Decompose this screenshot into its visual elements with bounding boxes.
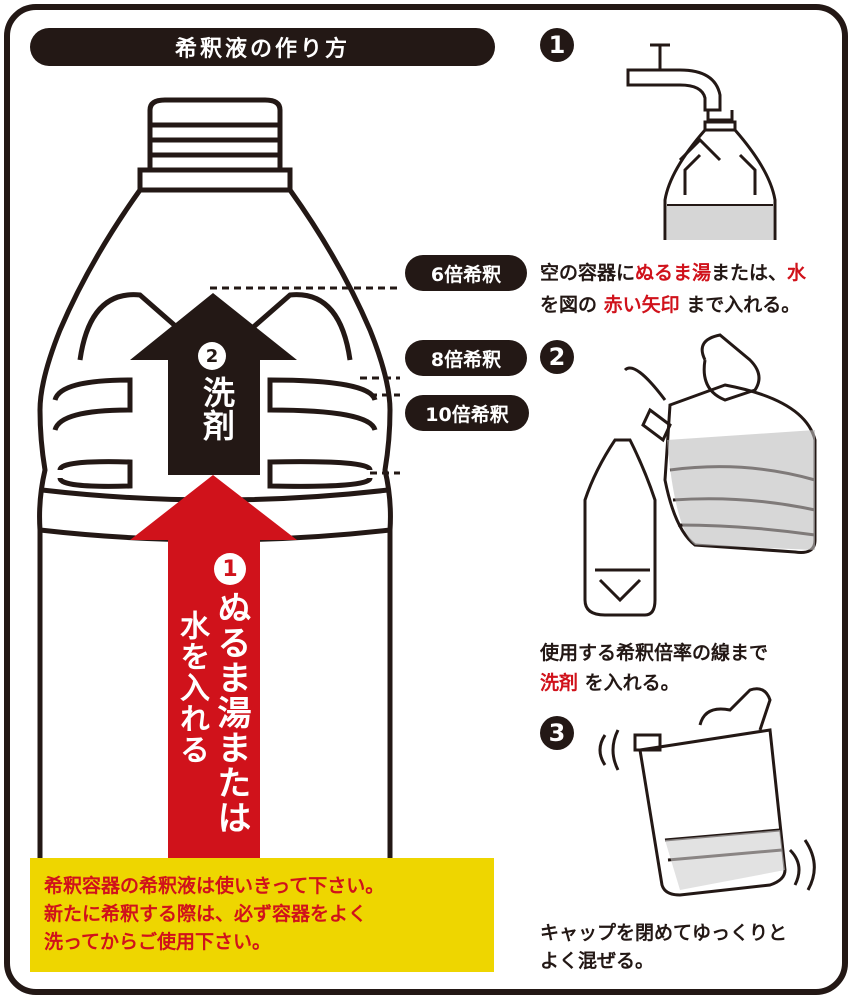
faucet-bottle-illustration: [626, 43, 777, 240]
step-1-text: を図の: [540, 294, 598, 316]
step-3-num: 3: [540, 716, 574, 750]
step-2-num: 2: [540, 340, 574, 374]
step-3-text-line1: キャップを閉めてゆっくりと: [540, 922, 788, 944]
step-2-detergent: 洗剤: [540, 672, 579, 694]
step-1-text-line2: を図の 赤い矢印 まで入れる。: [540, 290, 800, 320]
usage-note: 希釈容器の希釈液は使いきって下さい。 新たに希釈する際は、必ず容器をよく 洗って…: [30, 858, 494, 972]
step-2-text-line2: 洗剤 を入れる。: [540, 668, 680, 698]
pouring-illustration: [583, 333, 817, 617]
step-1-warm-water: ぬるま湯: [635, 262, 712, 284]
step-1-text: 空の容器に: [540, 262, 636, 284]
step-1-text-line1: 空の容器にぬるま湯または、水: [540, 258, 806, 288]
step-2-text: を入れる。: [584, 672, 680, 694]
water-arrow: [130, 475, 297, 860]
step-1-num: 1: [540, 28, 574, 62]
water-label-main: ぬるま湯または: [211, 590, 251, 835]
step-1-water: 水: [787, 262, 807, 284]
shaking-illustration: [598, 687, 816, 897]
detergent-label: 洗剤: [198, 376, 236, 442]
page-title: 希釈液の作り方: [30, 28, 495, 66]
step-1-text: まで入れる。: [686, 294, 801, 316]
step-3-text-line2: よく混ぜる。: [540, 950, 655, 972]
water-label-sub: 水を入れる: [174, 610, 209, 765]
detergent-arrow: [130, 293, 297, 475]
label-8x: 8倍希釈: [405, 340, 527, 376]
bottle-illustration: [37, 97, 400, 890]
step-1-text: または、: [711, 262, 788, 284]
step-2-text-line1: 使用する希釈倍率の線まで: [540, 642, 769, 664]
step-1-red-arrow-text: 赤い矢印: [603, 294, 680, 316]
note-line: 新たに希釈する際は、必ず容器をよく: [44, 903, 368, 925]
label-6x: 6倍希釈: [405, 255, 527, 291]
note-line: 洗ってからご使用下さい。: [44, 931, 272, 953]
note-line: 希釈容器の希釈液は使いきって下さい。: [44, 875, 385, 897]
label-10x: 10倍希釈: [405, 395, 529, 431]
outer-frame: [4, 4, 848, 995]
detergent-step-num: 2: [198, 342, 226, 370]
water-step-num: 1: [214, 553, 246, 585]
